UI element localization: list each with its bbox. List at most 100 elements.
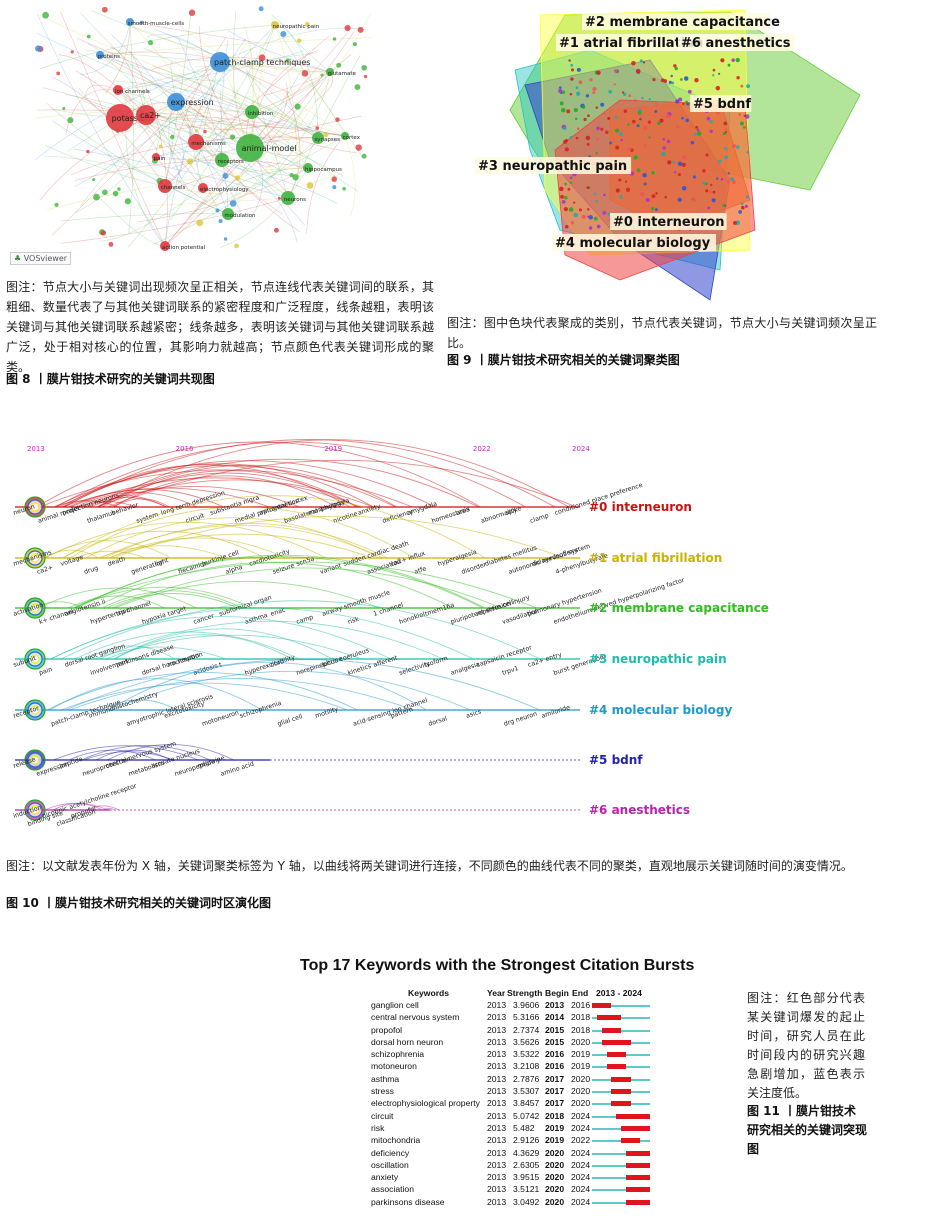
network-node-label: inhibition [248, 111, 274, 117]
cluster-point [726, 180, 730, 184]
network-node [152, 153, 160, 161]
cluster-point [709, 129, 713, 134]
timeline-arc [44, 540, 171, 559]
network-node [341, 132, 349, 140]
timeline-keyword: light [154, 557, 170, 568]
network-minor-node [304, 21, 310, 27]
cluster-label: #3 neuropathic pain [478, 159, 627, 174]
burst-period-bar [592, 1003, 612, 1008]
network-minor-node [258, 6, 264, 12]
cluster-point [695, 125, 699, 129]
cluster-point [636, 168, 641, 173]
burst-year: 2013 [487, 1012, 507, 1023]
cluster-point [643, 125, 648, 130]
network-edge [76, 37, 253, 113]
burst-keyword: schizophrenia [371, 1049, 425, 1060]
cluster-point [639, 117, 642, 121]
burst-strength: 3.8457 [513, 1098, 540, 1109]
network-node [167, 93, 185, 111]
network-minor-node [101, 6, 108, 13]
network-edge [219, 27, 366, 63]
network-edge [145, 114, 296, 129]
cluster-point [742, 126, 746, 129]
burst-strength: 3.5307 [513, 1086, 540, 1097]
cluster-point [709, 190, 712, 194]
cluster-point [576, 127, 580, 131]
cluster-point [667, 160, 672, 165]
burst-keyword: ganglion cell [371, 1000, 419, 1010]
network-edge [152, 56, 331, 73]
burst-year: 2013 [487, 1024, 507, 1035]
cluster-point [585, 135, 591, 141]
cluster-label-bg [690, 95, 752, 112]
burst-end: 2020 [571, 1086, 591, 1097]
network-node-label: potassium [112, 114, 154, 123]
network-edge [124, 23, 346, 137]
network-minor-node [223, 237, 228, 241]
timeline-keyword: clamp [529, 512, 549, 525]
timeline-lane-label: #4 molecular biology [589, 703, 732, 717]
burst-strength: 5.482 [513, 1122, 535, 1133]
timeline-node [30, 705, 40, 715]
cluster-point [735, 145, 740, 149]
network-edge [195, 38, 247, 143]
network-minor-node [86, 34, 91, 39]
network-edge [85, 84, 119, 97]
cluster-point [631, 60, 636, 66]
network-node [106, 104, 134, 132]
cluster-point [661, 151, 666, 157]
cluster-point [702, 181, 706, 185]
timeline-arc-group [44, 802, 120, 811]
burst-year: 2013 [487, 1135, 507, 1146]
burst-period-bar [611, 1089, 631, 1095]
cluster-point [639, 59, 643, 63]
cluster-point [568, 59, 571, 62]
burst-keyword: central nervous system [371, 1012, 460, 1023]
timeline-keyword: amino acid [220, 761, 255, 778]
network-edge [265, 71, 331, 184]
cluster-point [724, 155, 728, 160]
cluster-point [607, 116, 611, 120]
network-edge [287, 55, 361, 199]
fig11-caption-note: 图注：红色部分代表某关键词爆发的起止时间，研究人员在此时间段内的研究兴趣急剧增加… [747, 991, 865, 1100]
network-edge [274, 24, 363, 157]
cluster-point [722, 203, 726, 207]
burst-strength: 5.0742 [513, 1110, 540, 1121]
cluster-point [588, 226, 593, 230]
timeline-keyword: nicotine [332, 510, 358, 524]
network-minor-node [306, 182, 314, 189]
timeline-arc [108, 533, 373, 559]
network-edge [99, 51, 276, 77]
burst-begin: 2020 [545, 1184, 565, 1195]
cluster-point [665, 114, 671, 119]
cluster-point [567, 187, 571, 191]
network-node-label: pain [154, 156, 166, 162]
cluster-point [718, 159, 722, 164]
cluster-point [732, 144, 737, 149]
network-edge [344, 135, 356, 217]
network-minor-node [277, 196, 281, 200]
cluster-point [593, 192, 597, 195]
timeline-arc [69, 678, 414, 711]
timeline-keyword: asthma [244, 612, 269, 626]
burst-keyword: mitochondria [371, 1135, 421, 1146]
cluster-point [654, 208, 658, 212]
network-edge [152, 137, 319, 245]
vosviewer-badge: ♣ VOSviewer [10, 252, 72, 265]
burst-strength: 3.0492 [513, 1196, 540, 1207]
network-edge [221, 159, 298, 243]
timeline-arc [39, 469, 413, 508]
timeline-arc [114, 634, 293, 660]
cluster-point [705, 189, 709, 193]
timeline-keyword: trpv1 [501, 665, 519, 677]
network-edge [74, 148, 289, 199]
